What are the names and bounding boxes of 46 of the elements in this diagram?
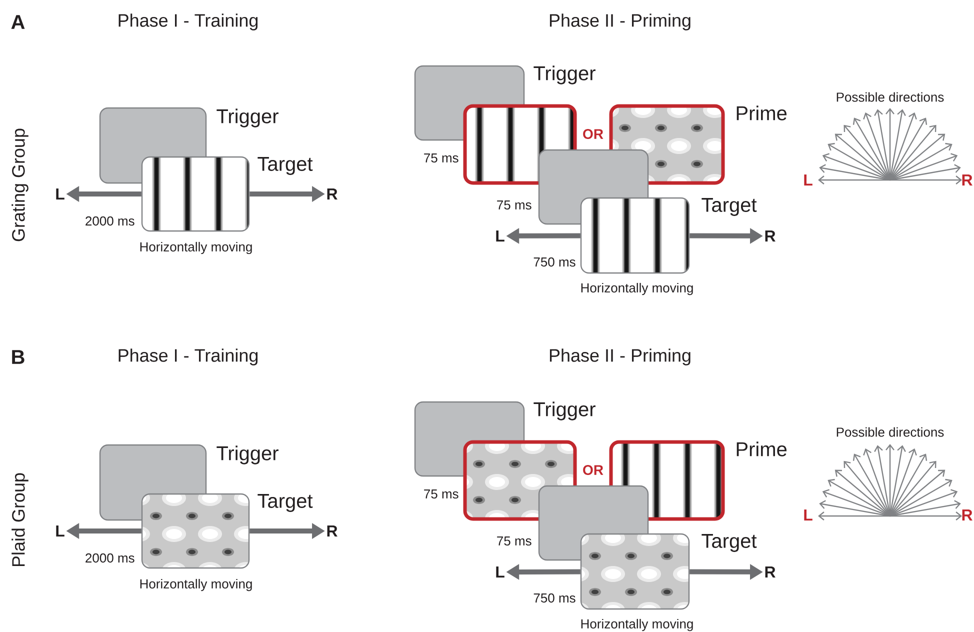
panel-letter: A (11, 15, 25, 29)
or-label: OR (583, 465, 604, 475)
duration-label: 75 ms (497, 536, 532, 546)
stimulus-label: Prime (736, 442, 787, 456)
direction-letter: L (804, 174, 812, 186)
direction-letter: L (804, 510, 812, 520)
group-label: Grating Group (12, 128, 28, 242)
direction-letter: R (962, 174, 972, 186)
duration-label: 750 ms (534, 593, 576, 603)
fan-title: Possible directions (836, 92, 944, 102)
motion-caption: Horizontally moving (140, 242, 252, 254)
stimulus-label: Prime (736, 106, 787, 120)
direction-letter: L (56, 526, 64, 536)
duration-label: 75 ms (424, 153, 458, 163)
group-label: Plaid Group (12, 473, 28, 566)
fan-title: Possible directions (836, 427, 944, 437)
direction-letter: R (327, 188, 338, 200)
phase-title: Phase I - Training (118, 14, 258, 30)
stimulus-label: Trigger (216, 108, 278, 128)
direction-letter: L (56, 188, 64, 200)
stimulus-label: Trigger (534, 66, 596, 84)
duration-label: 75 ms (424, 489, 458, 499)
motion-caption: Horizontally moving (140, 578, 252, 592)
duration-label: 2000 ms (86, 216, 134, 226)
direction-letter: R (765, 566, 776, 578)
stimulus-label: Target (702, 534, 757, 552)
motion-caption: Horizontally moving (581, 618, 693, 632)
phase-title: Phase II - Priming (550, 348, 690, 366)
stimulus-label: Target (258, 157, 313, 175)
or-label: OR (583, 129, 604, 139)
direction-letter: L (496, 230, 504, 242)
phase-title: Phase II - Priming (550, 14, 690, 30)
stimulus-label: Target (258, 494, 313, 512)
direction-letter: R (327, 526, 338, 536)
direction-letter: L (496, 566, 504, 578)
duration-label: 75 ms (497, 200, 532, 210)
duration-label: 2000 ms (86, 553, 134, 563)
direction-letter: R (765, 230, 776, 242)
panel-letter: B (12, 350, 24, 364)
stimulus-label: Target (702, 198, 757, 216)
motion-caption: Horizontally moving (581, 282, 693, 296)
direction-letter: R (962, 510, 972, 520)
stimulus-label: Trigger (534, 402, 596, 420)
stimulus-label: Trigger (216, 446, 278, 464)
phase-title: Phase I - Training (118, 348, 258, 366)
duration-label: 750 ms (534, 257, 576, 267)
